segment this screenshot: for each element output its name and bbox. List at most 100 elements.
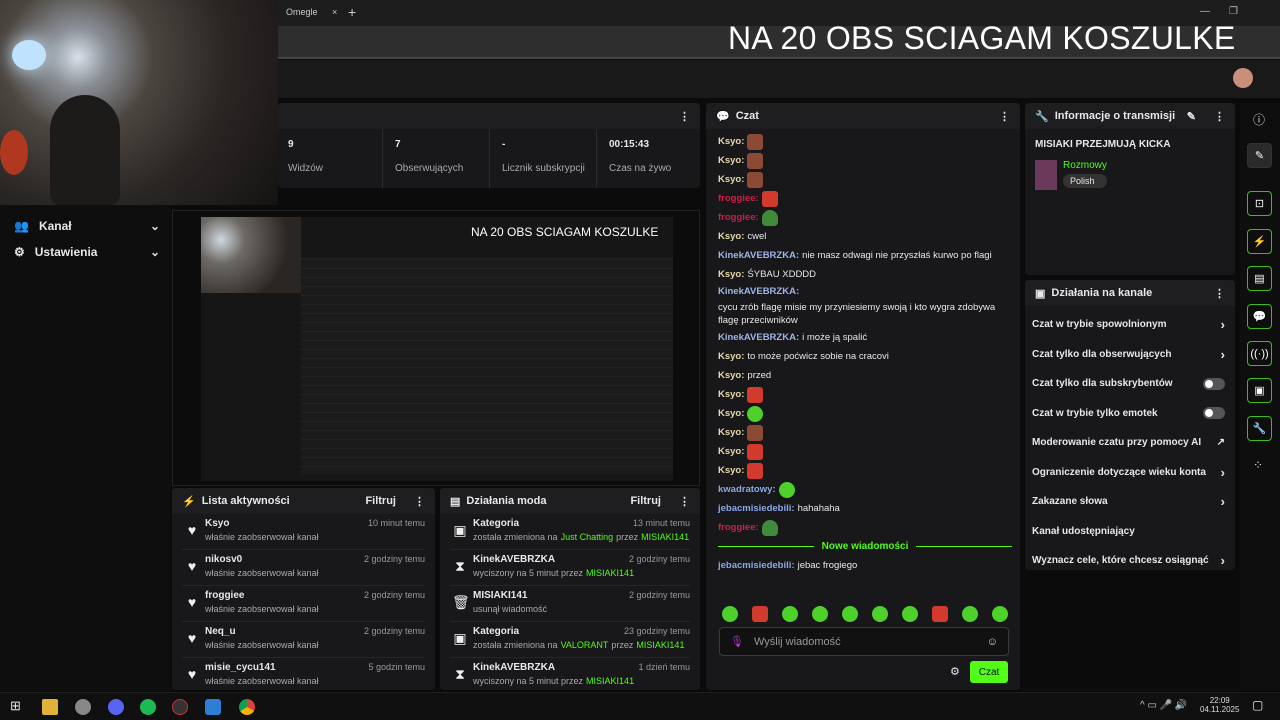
spotify-icon[interactable] xyxy=(140,699,156,715)
quick-emote-icon[interactable] xyxy=(812,606,828,622)
app-icon[interactable] xyxy=(75,699,91,715)
chat-username[interactable]: froggiee: xyxy=(718,212,759,223)
channel-action-item[interactable]: Czat w trybie spowolnionym› xyxy=(1025,310,1235,340)
sidebar-item-ustawienia[interactable]: ⚙Ustawienia⌄ xyxy=(14,242,160,262)
wrench-icon[interactable]: 🔧 xyxy=(1247,416,1272,441)
broadcast-icon[interactable]: ((·)) xyxy=(1247,341,1272,366)
chat-input[interactable]: 🎙Wyślij wiadomość☺ xyxy=(719,627,1009,656)
chat-username[interactable]: Ksyo: xyxy=(718,231,745,242)
chat-username[interactable]: KinekAVEBRZKA: xyxy=(718,250,800,261)
edit-icon[interactable]: ✎ xyxy=(1247,143,1272,168)
action-target[interactable]: VALORANT xyxy=(560,640,609,650)
more-icon[interactable]: ⋮ xyxy=(1214,287,1225,300)
chat-username[interactable]: Ksyo: xyxy=(718,465,745,476)
category-link[interactable]: Rozmowy xyxy=(1063,160,1107,171)
chat-icon[interactable]: 💬 xyxy=(1247,304,1272,329)
send-chat-button[interactable]: Czat xyxy=(970,661,1008,683)
channel-action-item[interactable]: Zakazane słowa› xyxy=(1025,487,1235,517)
chat-username[interactable]: kwadratowy: xyxy=(718,484,776,495)
chat-username[interactable]: KinekAVEBRZKA: xyxy=(718,286,800,297)
user-avatar[interactable] xyxy=(1233,68,1253,88)
chat-username[interactable]: Ksyo: xyxy=(718,351,745,362)
quick-emote-icon[interactable] xyxy=(842,606,858,622)
browser-tab[interactable]: Omegle × xyxy=(286,7,337,17)
channel-action-item[interactable]: Wyznacz cele, które chcesz osiągnąć› xyxy=(1025,546,1235,576)
chat-username[interactable]: Ksyo: xyxy=(718,174,745,185)
file-explorer-icon[interactable] xyxy=(42,699,58,715)
gear-icon[interactable]: ⚙ xyxy=(950,666,960,678)
quick-emote-icon[interactable] xyxy=(872,606,888,622)
quick-emote-icon[interactable] xyxy=(902,606,918,622)
chat-username[interactable]: KinekAVEBRZKA: xyxy=(718,332,800,343)
new-tab-button[interactable]: + xyxy=(348,4,357,20)
action-moderator[interactable]: MISIAKI141 xyxy=(641,532,690,542)
document-icon[interactable]: ▤ xyxy=(1247,266,1272,291)
quick-emote-icon[interactable] xyxy=(992,606,1008,622)
chat-username[interactable]: froggiee: xyxy=(718,522,759,533)
channel-action-item[interactable]: Czat tylko dla subskrybentów xyxy=(1025,369,1235,399)
channel-action-item[interactable]: Kanał udostępniający xyxy=(1025,517,1235,547)
quick-emote-icon[interactable] xyxy=(932,606,948,622)
screenshot-icon[interactable]: ⊡ xyxy=(1247,191,1272,216)
filter-button[interactable]: Filtruj xyxy=(365,495,396,507)
chat-username[interactable]: Ksyo: xyxy=(718,408,745,419)
channel-icon[interactable]: ▣ xyxy=(1247,378,1272,403)
sidebar-item-kanal[interactable]: 👥Kanał⌄ xyxy=(14,216,160,236)
notifications-icon[interactable]: ▢ xyxy=(1252,698,1264,712)
more-icon[interactable]: ⋮ xyxy=(679,495,690,508)
more-icon[interactable]: ⋮ xyxy=(679,110,690,123)
app-icon[interactable] xyxy=(205,699,221,715)
chat-username[interactable]: Ksyo: xyxy=(718,136,745,147)
chat-username[interactable]: jebacmisiedebili: xyxy=(718,503,795,514)
emoji-icon[interactable]: ☺ xyxy=(986,635,998,648)
action-target[interactable]: Just Chatting xyxy=(560,532,614,542)
edit-icon[interactable]: ✎ xyxy=(1186,110,1196,123)
mic-icon[interactable]: 🎙 xyxy=(730,636,744,648)
windows-start-icon[interactable]: ⊞ xyxy=(10,698,21,713)
discord-icon[interactable] xyxy=(108,699,124,715)
chat-username[interactable]: Ksyo: xyxy=(718,389,745,400)
channel-action-item[interactable]: Czat tylko dla obserwujących› xyxy=(1025,340,1235,370)
quick-emote-icon[interactable] xyxy=(752,606,768,622)
stream-preview[interactable]: NA 20 OBS SCIAGAM KOSZULKE xyxy=(172,210,700,486)
channel-action-item[interactable]: Czat w trybie tylko emotek xyxy=(1025,399,1235,429)
action-moderator[interactable]: MISIAKI141 xyxy=(586,676,635,686)
info-icon[interactable]: ⓘ xyxy=(1253,113,1266,127)
chat-username[interactable]: froggiee: xyxy=(718,193,759,204)
action-moderator[interactable]: MISIAKI141 xyxy=(586,568,635,578)
quick-emote-icon[interactable] xyxy=(722,606,738,622)
quick-emote-icon[interactable] xyxy=(782,606,798,622)
action-moderator[interactable]: MISIAKI141 xyxy=(636,640,685,650)
quick-emote-icon[interactable] xyxy=(962,606,978,622)
chat-username[interactable]: Ksyo: xyxy=(718,269,745,280)
chrome-icon[interactable] xyxy=(239,699,255,715)
chat-username[interactable]: Ksyo: xyxy=(718,446,745,457)
chat-username[interactable]: jebacmisiedebili: xyxy=(718,560,795,571)
dots-icon[interactable]: ⁘ xyxy=(1253,458,1264,472)
bolt-icon[interactable]: ⚡ xyxy=(1247,229,1272,254)
chat-username[interactable]: Ksyo: xyxy=(718,427,745,438)
channel-action-item[interactable]: Moderowanie czatu przy pomocy AI↗ xyxy=(1025,428,1235,458)
more-icon[interactable]: ⋮ xyxy=(1214,110,1225,123)
maximize-icon[interactable]: ❐ xyxy=(1229,6,1238,17)
toggle-switch[interactable] xyxy=(1203,407,1225,420)
toggle-switch[interactable] xyxy=(1203,377,1225,390)
channel-action-item[interactable]: Ograniczenie dotyczące wieku konta› xyxy=(1025,458,1235,488)
address-bar[interactable] xyxy=(278,26,1280,59)
more-icon[interactable]: ⋮ xyxy=(999,110,1010,123)
filter-button[interactable]: Filtruj xyxy=(630,495,661,507)
tray-icons[interactable]: ^ ▭ 🎤 🔊 xyxy=(1140,700,1188,711)
minimize-icon[interactable]: — xyxy=(1200,6,1210,17)
tab-close-icon[interactable]: × xyxy=(332,7,338,17)
chat-username[interactable]: Ksyo: xyxy=(718,370,745,381)
